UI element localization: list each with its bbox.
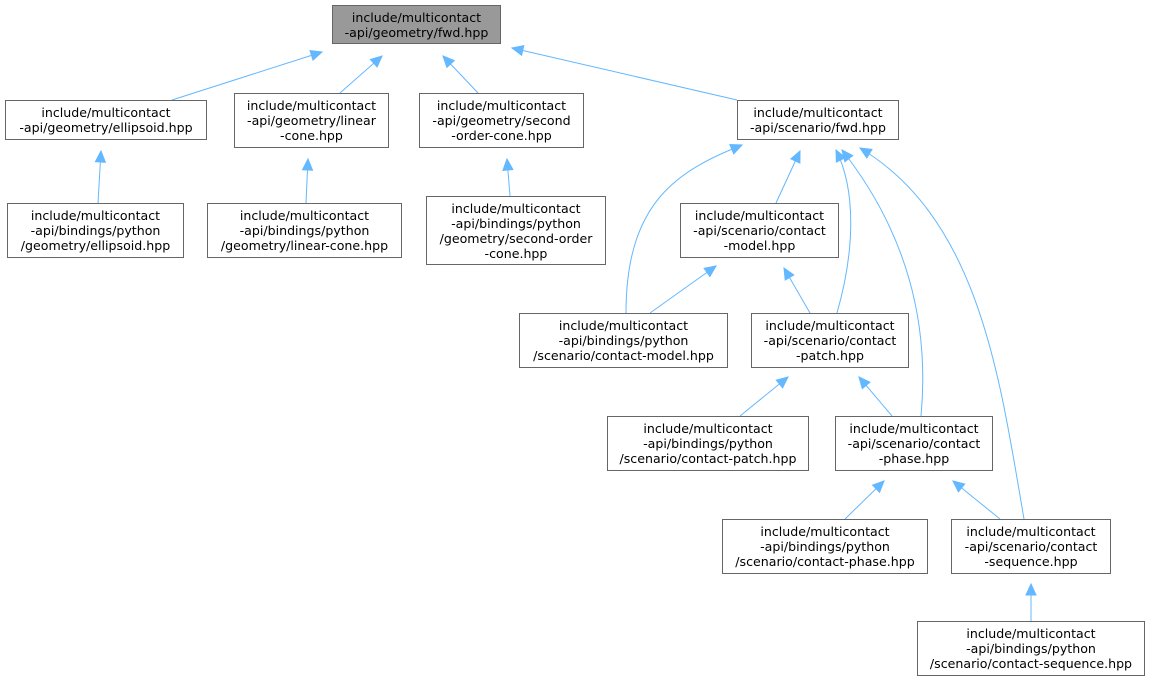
node-label-line: include/multicontact <box>30 208 161 223</box>
node-label-line: include/multicontact <box>753 105 883 120</box>
node-label-line: -api/bindings/python <box>30 223 161 238</box>
node-label-line: include/multicontact <box>246 98 377 113</box>
node-label-line: -phase.hpp <box>878 451 950 466</box>
edge-arrowhead <box>871 480 885 494</box>
node-label-line: -api/geometry/linear <box>247 113 376 128</box>
node-label-line: -api/bindings/python <box>966 641 1096 656</box>
node-label-line: include/multicontact <box>41 105 171 120</box>
node-label-line: -api/scenario/contact <box>964 539 1098 554</box>
node-py-scenario-contact-sequence[interactable]: include/multicontact -api/bindings/pytho… <box>917 621 1145 676</box>
node-label-line: -api/geometry/ellipsoid.hpp <box>19 120 193 135</box>
node-label-line: /scenario/contact-sequence.hpp <box>929 656 1133 671</box>
node-label-line: /geometry/linear-cone.hpp <box>220 238 389 253</box>
node-label-line: include/multicontact <box>966 626 1096 641</box>
edge-arrowhead <box>301 157 314 171</box>
node-label-line: include/multicontact <box>351 9 482 25</box>
edge-arrowhead <box>835 148 847 163</box>
edge-arrowhead <box>952 480 966 493</box>
edge-scenario-fwd-to-geometry-fwd <box>511 47 738 101</box>
node-py-scenario-contact-patch[interactable]: include/multicontact -api/bindings/pytho… <box>607 416 809 471</box>
node-label-line: /scenario/contact-phase.hpp <box>735 554 915 569</box>
node-scenario-contact-model[interactable]: include/multicontact -api/scenario/conta… <box>680 203 839 258</box>
node-scenario-contact-phase[interactable]: include/multicontact -api/scenario/conta… <box>835 416 993 471</box>
edge-scenario-contact-phase-to-scenario-fwd <box>841 149 924 417</box>
node-scenario-contact-patch[interactable]: include/multicontact -api/scenario/conta… <box>751 313 909 368</box>
node-label-line: -api/bindings/python <box>760 539 890 554</box>
node-label-line: -api/scenario/contact <box>847 436 981 451</box>
node-label-line: include/multicontact <box>436 98 567 113</box>
node-label-line: -api/bindings/python <box>451 215 581 231</box>
node-label-line: -model.hpp <box>723 238 796 253</box>
node-geometry-linear-cone[interactable]: include/multicontact -api/geometry/linea… <box>234 93 389 148</box>
node-label-line: -cone.hpp <box>484 245 548 261</box>
edge-arrowhead <box>1025 582 1037 596</box>
node-py-geometry-second-order-cone[interactable]: include/multicontact -api/bindings/pytho… <box>426 196 606 265</box>
edge-arrowhead <box>729 143 744 155</box>
node-label-line: -patch.hpp <box>795 348 865 363</box>
edge-arrowhead <box>789 149 801 164</box>
node-label-line: include/multicontact <box>694 208 825 223</box>
node-label-line: -api/bindings/python <box>239 223 370 238</box>
edge-scenario-contact-sequence-to-scenario-fwd <box>859 147 1025 520</box>
edge-py-scenario-contact-model-to-scenario-fwd <box>625 144 743 314</box>
edge-arrowhead <box>309 50 324 61</box>
node-label-line: -api/bindings/python <box>558 333 689 348</box>
node-label-line: -api/scenario/fwd.hpp <box>749 120 887 135</box>
node-label-line: /geometry/ellipsoid.hpp <box>20 238 171 253</box>
node-label-line: include/multicontact <box>760 524 890 539</box>
node-label-line: -api/scenario/contact <box>693 223 826 238</box>
node-label-line: -api/bindings/python <box>643 436 773 451</box>
edge-arrowhead <box>783 266 795 281</box>
node-scenario-contact-sequence[interactable]: include/multicontact -api/scenario/conta… <box>951 519 1111 574</box>
node-label-line: /geometry/second-order <box>439 230 593 246</box>
edge-arrowhead <box>369 55 383 68</box>
edge-arrowhead <box>703 265 717 278</box>
edge-arrowhead <box>502 157 514 171</box>
node-py-scenario-contact-phase[interactable]: include/multicontact -api/bindings/pytho… <box>722 519 928 574</box>
node-label-line: include/multicontact <box>451 200 581 216</box>
node-label-line: -api/scenario/contact <box>763 333 897 348</box>
edge-arrowhead <box>858 147 873 159</box>
edge-arrowhead <box>858 376 871 390</box>
node-label-line: include/multicontact <box>558 318 689 333</box>
edge-arrowhead <box>510 44 525 57</box>
node-label-line: include/multicontact <box>966 524 1096 539</box>
node-py-geometry-linear-cone[interactable]: include/multicontact -api/bindings/pytho… <box>207 203 402 258</box>
node-py-geometry-ellipsoid[interactable]: include/multicontact -api/bindings/pytho… <box>7 203 184 258</box>
node-py-scenario-contact-model[interactable]: include/multicontact -api/bindings/pytho… <box>519 313 728 368</box>
node-label-line: -api/geometry/fwd.hpp <box>344 24 489 40</box>
node-geometry-second-order-cone[interactable]: include/multicontact -api/geometry/secon… <box>419 93 584 148</box>
node-label-line: /scenario/contact-model.hpp <box>533 348 714 363</box>
edge-py-scenario-contact-model-to-scenario-contact-model <box>649 265 717 314</box>
edge-arrowhead <box>442 55 456 69</box>
edge-arrowhead <box>94 149 107 163</box>
edge-arrowhead <box>841 149 854 163</box>
node-label-line: include/multicontact <box>643 421 773 436</box>
node-label-line: -sequence.hpp <box>984 554 1078 569</box>
node-scenario-fwd[interactable]: include/multicontact -api/scenario/fwd.h… <box>737 100 899 140</box>
node-label-line: include/multicontact <box>239 208 370 223</box>
node-label-line: include/multicontact <box>849 421 979 436</box>
edge-geometry-ellipsoid-to-geometry-fwd <box>171 51 323 101</box>
node-geometry-ellipsoid[interactable]: include/multicontact -api/geometry/ellip… <box>5 100 207 140</box>
node-geometry-fwd[interactable]: include/multicontact -api/geometry/fwd.h… <box>332 5 501 44</box>
edge-arrowhead <box>775 376 789 389</box>
node-label-line: -order-cone.hpp <box>451 128 552 143</box>
node-label-line: -api/geometry/second <box>432 113 571 128</box>
edge-scenario-contact-patch-to-scenario-fwd <box>835 149 852 314</box>
node-label-line: include/multicontact <box>765 318 895 333</box>
node-label-line: -cone.hpp <box>280 128 343 143</box>
node-label-line: /scenario/contact-patch.hpp <box>619 451 797 466</box>
